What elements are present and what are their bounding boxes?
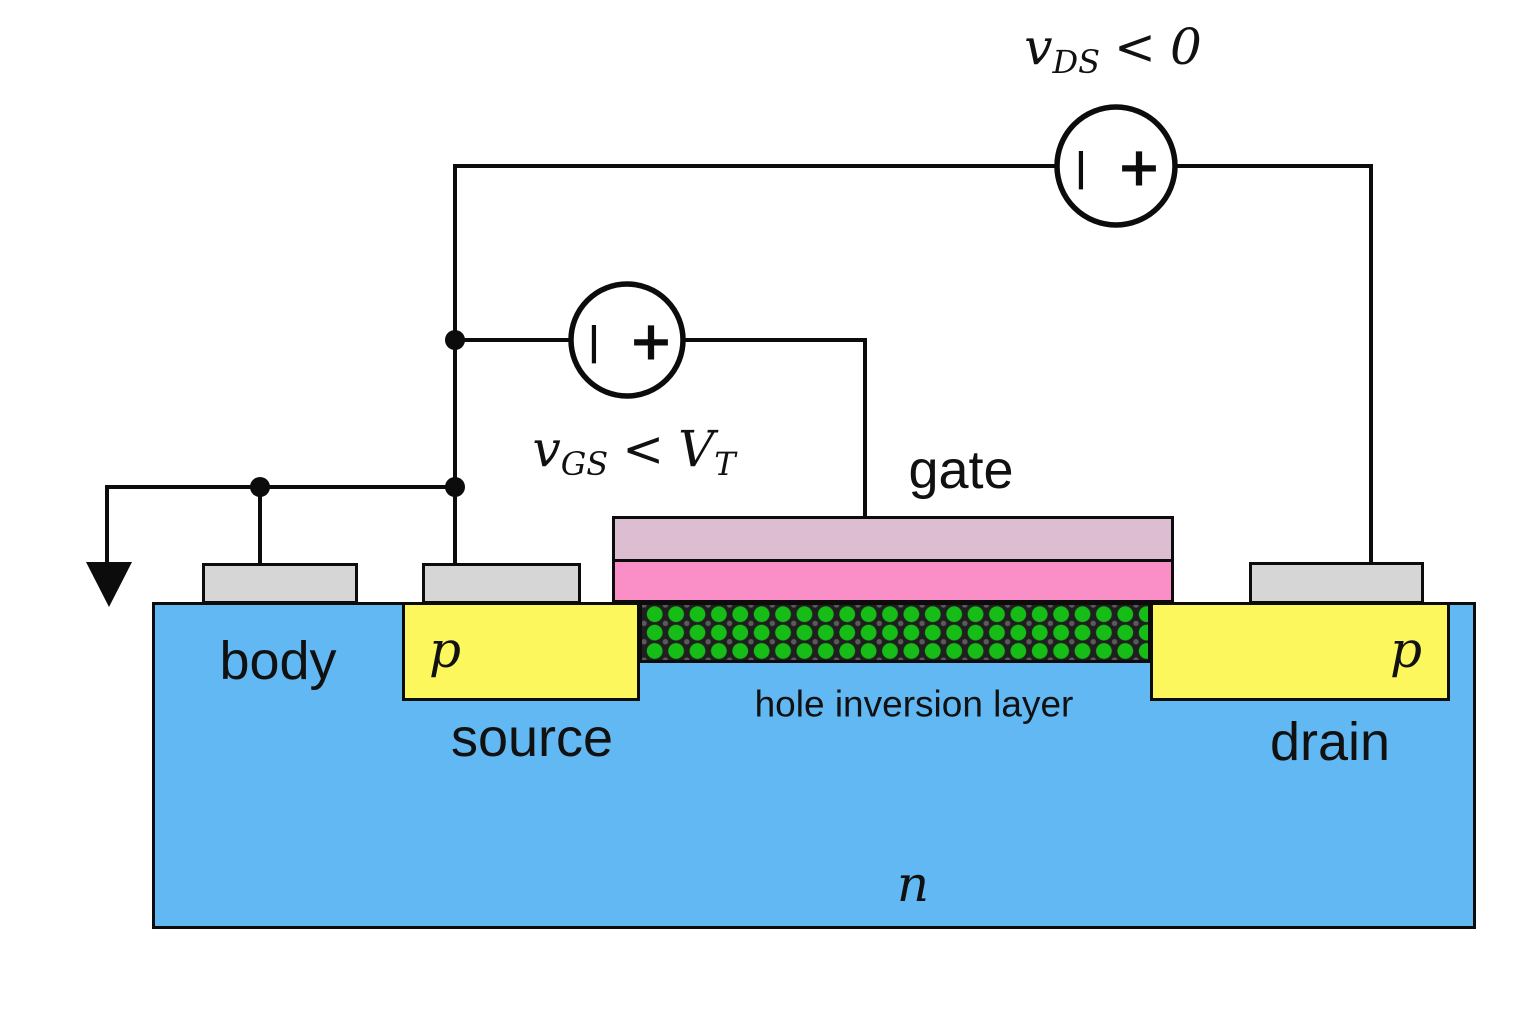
- vds-rhs: 0: [1169, 18, 1202, 77]
- vt-subscript: T: [714, 444, 736, 483]
- vgs-symbol: v: [532, 420, 561, 479]
- drain-p-region: [1150, 602, 1450, 701]
- junction-dot: [445, 330, 465, 350]
- vgs-plus-terminal-icon: +: [628, 310, 673, 373]
- ground-arrow-icon: [86, 562, 132, 607]
- source-contact: [422, 563, 581, 604]
- gate-label: gate: [908, 440, 1014, 500]
- source-p-region: [402, 602, 640, 701]
- vgs-source-circle: [568, 281, 686, 399]
- hole-inversion-layer: [639, 602, 1151, 663]
- junction-dot: [250, 477, 270, 497]
- source-label: source: [450, 708, 614, 768]
- substrate-n-label: n: [896, 855, 930, 913]
- source-p-label: p: [428, 621, 462, 679]
- vgs-lt-sign: <: [622, 420, 665, 479]
- vds-annotation: vDS<0: [1024, 22, 1202, 78]
- vds-subscript: DS: [1052, 42, 1101, 81]
- vt-symbol: V: [678, 420, 715, 479]
- vds-source-circle: [1054, 104, 1178, 228]
- inversion-layer-label: hole inversion layer: [754, 683, 1074, 725]
- vds-symbol: v: [1024, 18, 1053, 77]
- drain-p-label: p: [1389, 621, 1423, 679]
- vgs-subscript: GS: [560, 444, 609, 483]
- vds-minus-terminal-icon: |: [1074, 145, 1088, 190]
- vgs-minus-terminal-icon: |: [587, 319, 601, 364]
- junction-dot: [445, 477, 465, 497]
- gate-electrode-layer: [612, 516, 1174, 562]
- vds-plus-terminal-icon: +: [1116, 136, 1161, 199]
- vgs-annotation: vGS<VT: [532, 424, 735, 480]
- vds-lt-sign: <: [1114, 18, 1156, 77]
- drain-label: drain: [1269, 712, 1391, 772]
- body-label: body: [219, 631, 337, 691]
